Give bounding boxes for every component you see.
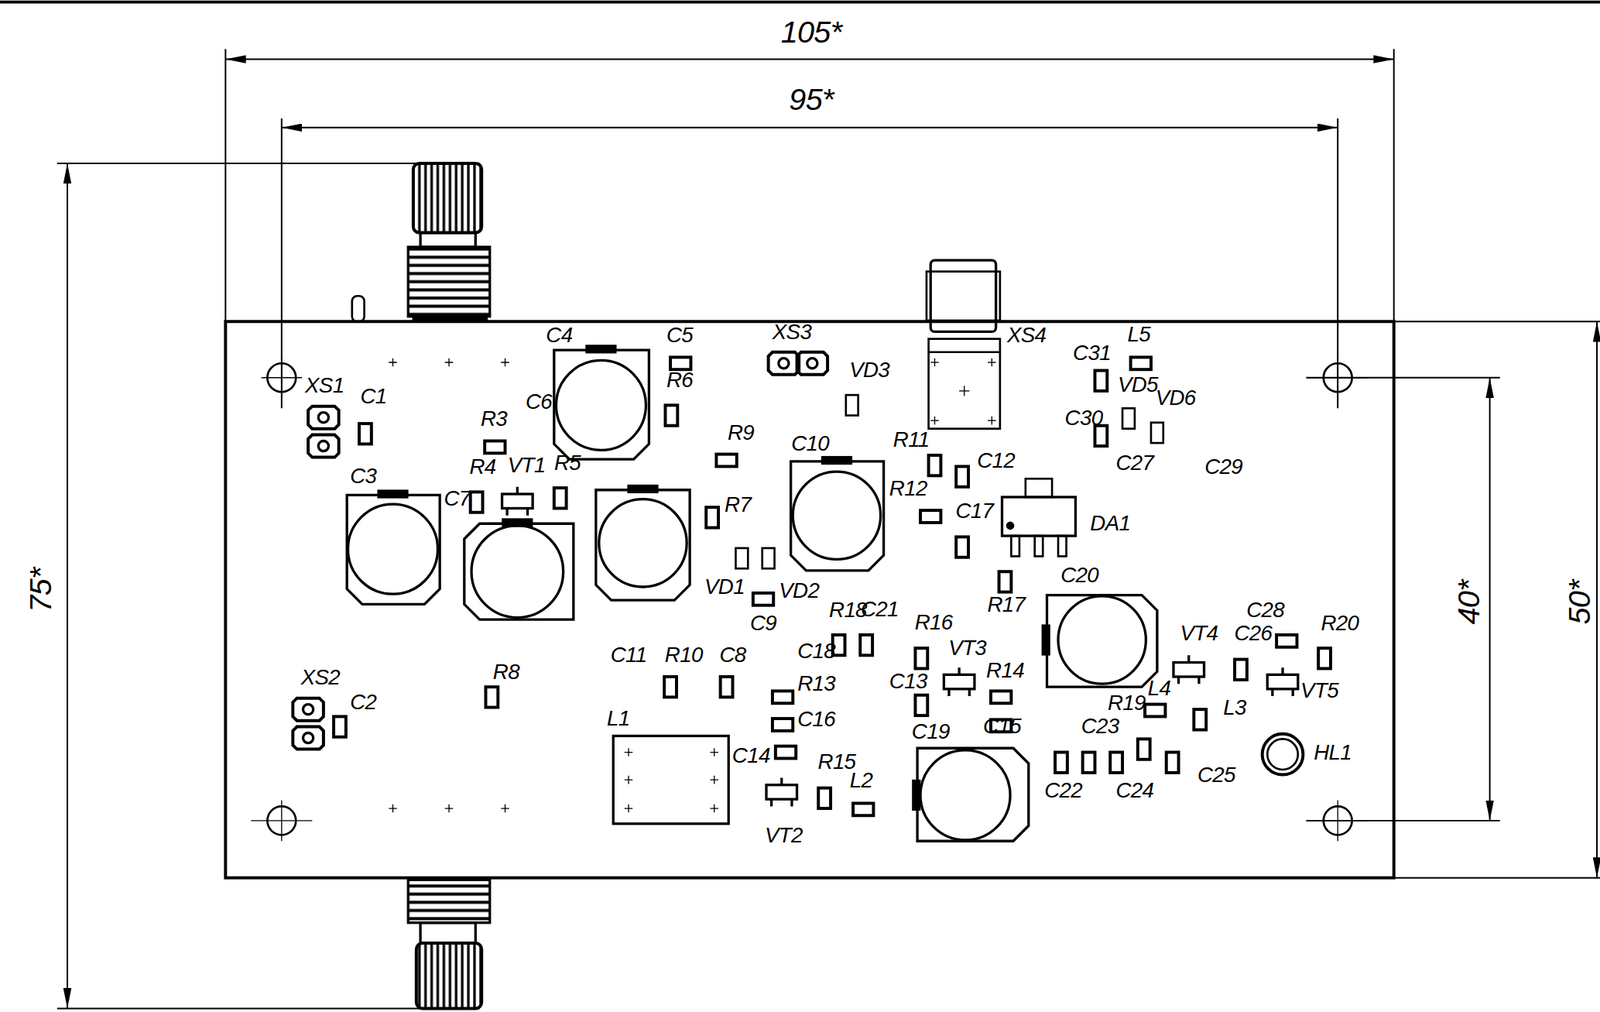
designator-label: R4 bbox=[469, 455, 496, 478]
designator-label: XS3 bbox=[772, 321, 812, 343]
dimension-label: 75* bbox=[25, 567, 57, 612]
designator-label: C12 bbox=[976, 449, 1015, 472]
designator-label: C11 bbox=[610, 643, 648, 665]
designator-label: C8 bbox=[719, 643, 746, 665]
designator-label: C10 bbox=[791, 431, 830, 454]
designator-label: VT1 bbox=[507, 453, 546, 476]
designator-label: R5 bbox=[554, 451, 581, 473]
designator-label: C29 bbox=[1204, 455, 1243, 478]
designator-label: C26 bbox=[1233, 621, 1272, 644]
designator-label: VT3 bbox=[948, 636, 987, 658]
designator-label: R12 bbox=[889, 476, 928, 499]
designator-label: C14 bbox=[732, 744, 771, 767]
designator-label: L4 bbox=[1147, 677, 1171, 699]
designator-label: R9 bbox=[727, 421, 754, 443]
designator-label: C20 bbox=[1060, 563, 1099, 586]
designator-label: R11 bbox=[893, 428, 930, 450]
designator-label: C27 bbox=[1115, 451, 1154, 473]
designator-label: VD2 bbox=[778, 579, 819, 601]
designator-label: VT5 bbox=[1300, 678, 1339, 701]
designator-label: VD5 bbox=[1117, 373, 1159, 395]
designator-label: C3 bbox=[349, 464, 377, 487]
designator-label: C22 bbox=[1044, 778, 1083, 801]
dimension-label: 105* bbox=[781, 17, 843, 48]
designator-label: C1 bbox=[359, 385, 387, 408]
designator-label: R14 bbox=[986, 658, 1025, 681]
dimension-label: 40* bbox=[1453, 579, 1485, 624]
designator-label: C31 bbox=[1072, 341, 1111, 364]
designator-label: VD1 bbox=[704, 575, 745, 597]
designator-label: VT4 bbox=[1180, 621, 1219, 644]
designator-label: C28 bbox=[1246, 598, 1285, 621]
designator-label: C19 bbox=[911, 719, 950, 742]
designator-label: R13 bbox=[797, 671, 836, 694]
designator-label: XS1 bbox=[304, 373, 344, 396]
designator-label: R3 bbox=[480, 407, 508, 430]
designator-label: VD6 bbox=[1155, 386, 1196, 408]
designator-label: C16 bbox=[797, 707, 836, 730]
designator-label: R6 bbox=[666, 369, 693, 391]
designator-label: C6 bbox=[525, 390, 552, 412]
designator-label: C23 bbox=[1081, 714, 1120, 737]
designator-label: C17 bbox=[955, 499, 994, 521]
designator-label: R17 bbox=[986, 593, 1025, 616]
designator-label: VD3 bbox=[849, 358, 890, 381]
designator-label: XS2 bbox=[301, 665, 340, 688]
designator-label: C25 bbox=[1197, 764, 1236, 786]
designator-label: C7 bbox=[444, 486, 471, 509]
dimension-label: 95* bbox=[788, 84, 833, 116]
designator-label: C13 bbox=[889, 669, 928, 692]
designator-label: R7 bbox=[724, 493, 751, 515]
designator-label: L1 bbox=[606, 706, 630, 729]
designator-label: VT2 bbox=[764, 823, 803, 846]
designator-label: R10 bbox=[664, 643, 703, 665]
designator-label: R8 bbox=[493, 661, 520, 683]
designator-label: DA1 bbox=[1089, 511, 1131, 534]
designator-label: R16 bbox=[914, 610, 953, 633]
designator-label: C21 bbox=[860, 597, 899, 620]
designator-label: C4 bbox=[545, 324, 573, 347]
designator-label: L3 bbox=[1223, 696, 1246, 719]
designator-label: C5 bbox=[666, 324, 693, 347]
designator-label: R20 bbox=[1320, 611, 1359, 634]
designator-label: C24 bbox=[1115, 778, 1154, 801]
designator-label: C15 bbox=[983, 714, 1021, 737]
designator-label: C2 bbox=[349, 690, 377, 713]
designator-label: L2 bbox=[849, 768, 873, 791]
designator-label: L5 bbox=[1127, 322, 1150, 345]
designator-label: C30 bbox=[1065, 406, 1104, 429]
designator-label: HL1 bbox=[1313, 741, 1352, 764]
designator-label: C18 bbox=[797, 639, 836, 662]
dimension-label: 50* bbox=[1564, 579, 1596, 624]
designator-label: R19 bbox=[1107, 691, 1146, 713]
designator-label: C9 bbox=[750, 611, 777, 634]
designator-label: XS4 bbox=[1007, 324, 1046, 347]
